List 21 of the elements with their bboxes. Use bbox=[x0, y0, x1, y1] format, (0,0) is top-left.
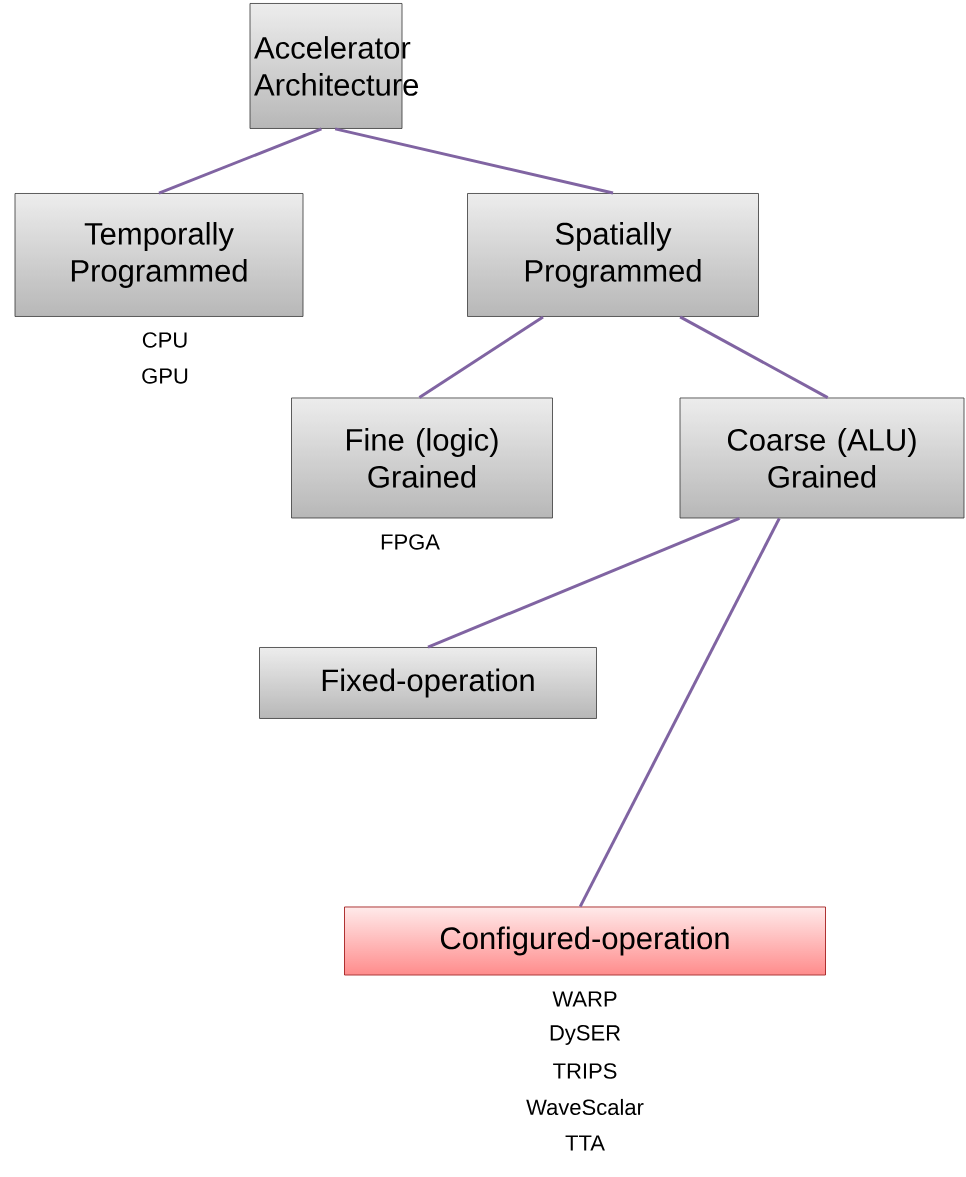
connector-line bbox=[427, 517, 740, 649]
example-label: CPU bbox=[142, 332, 187, 348]
category-box: Fixed-operation bbox=[259, 647, 597, 719]
example-label: WaveScalar bbox=[526, 1098, 644, 1116]
category-box: Temporally Programmed bbox=[14, 193, 304, 317]
example-label: WARP bbox=[552, 991, 617, 1007]
connector-line bbox=[418, 315, 544, 399]
connector-line bbox=[158, 127, 322, 195]
highlighted-box: Configured-operation bbox=[344, 906, 826, 976]
connector-line bbox=[334, 127, 614, 195]
category-box: Coarse (ALU) Grained bbox=[679, 397, 965, 519]
category-box: Accelerator Architecture bbox=[249, 3, 418, 129]
example-label: TTA bbox=[565, 1135, 605, 1151]
category-box: Fine (logic) Grained bbox=[291, 397, 553, 519]
example-label: DySER bbox=[550, 1025, 621, 1045]
connector-line bbox=[679, 315, 829, 399]
connector-line bbox=[578, 517, 781, 908]
category-box: Spatially Programmed bbox=[467, 193, 759, 317]
example-label: GPU bbox=[142, 368, 188, 384]
example-label: TRIPS bbox=[553, 1063, 617, 1079]
example-label: FPGA bbox=[381, 534, 440, 550]
